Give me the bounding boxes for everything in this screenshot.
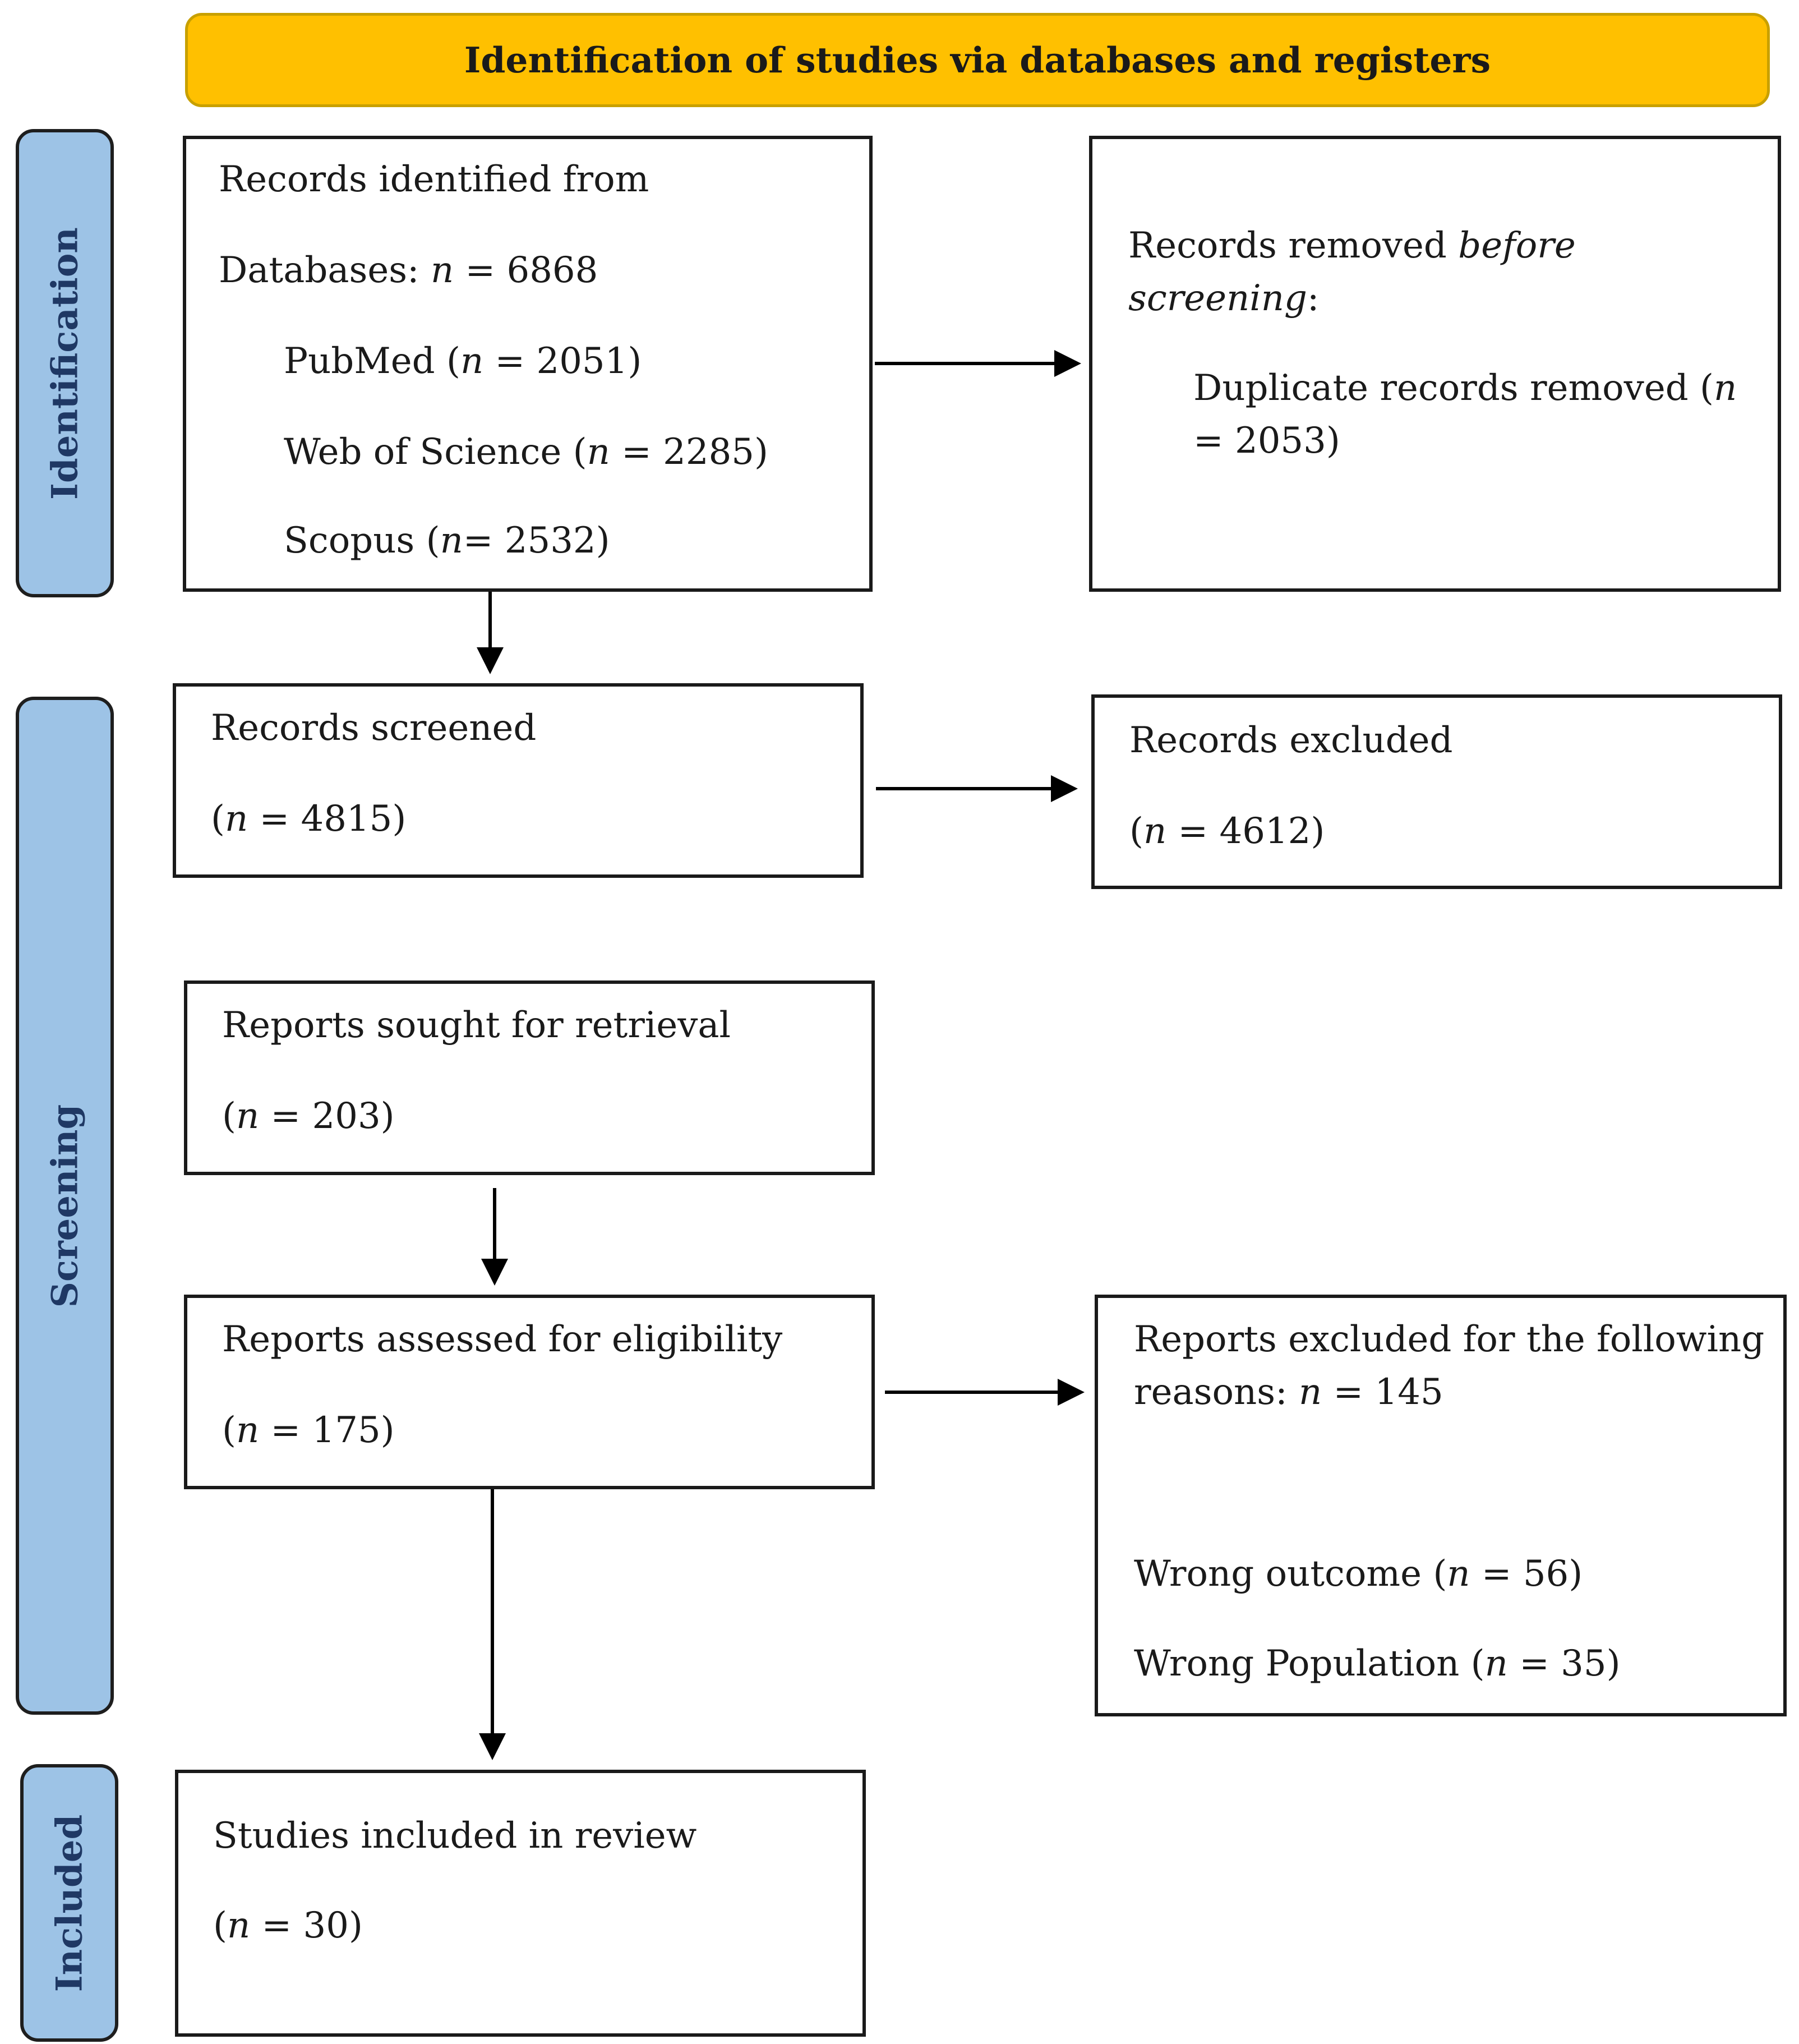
wrong-population-line: Wrong Population (n = 35) — [1134, 1643, 1621, 1684]
reports-excluded-box: Reports excluded for the following reaso… — [1095, 1295, 1787, 1716]
header-banner: Identification of studies via databases … — [185, 13, 1770, 107]
header-title: Identification of studies via databases … — [464, 39, 1491, 81]
reports-sought-n: (n = 203) — [222, 1095, 395, 1137]
reports-assessed-box: Reports assessed for eligibility (n = 17… — [184, 1295, 875, 1489]
records-excluded-n: (n = 4612) — [1129, 811, 1325, 852]
databases-line: Databases: n = 6868 — [219, 250, 598, 291]
phase-included: Included — [20, 1764, 118, 2042]
reports-sought-heading: Reports sought for retrieval — [222, 1005, 731, 1046]
wrong-outcome-line: Wrong outcome (n = 56) — [1134, 1553, 1583, 1595]
records-excluded-heading: Records excluded — [1129, 720, 1453, 761]
records-screened-n: (n = 4815) — [211, 798, 407, 840]
reports-excluded-line2: reasons: n = 145 — [1134, 1371, 1443, 1413]
records-excluded-box: Records excluded (n = 4612) — [1091, 694, 1782, 889]
records-removed-box: Records removed before screening: Duplic… — [1089, 136, 1781, 592]
phase-identification: Identification — [16, 129, 114, 597]
studies-included-heading: Studies included in review — [213, 1815, 697, 1857]
phase-screening: Screening — [16, 697, 114, 1715]
records-screened-heading: Records screened — [211, 707, 537, 749]
scopus-line: Scopus (n= 2532) — [284, 520, 610, 561]
pubmed-line: PubMed (n = 2051) — [284, 340, 642, 382]
reports-sought-box: Reports sought for retrieval (n = 203) — [184, 980, 875, 1175]
records-identified-heading: Records identified from — [219, 159, 649, 200]
web-of-science-line: Web of Science (n = 2285) — [284, 431, 768, 473]
records-removed-line2: screening: — [1128, 278, 1320, 319]
studies-included-box: Studies included in review (n = 30) — [175, 1770, 866, 2037]
reports-excluded-line1: Reports excluded for the following — [1134, 1319, 1765, 1360]
reports-assessed-n: (n = 175) — [222, 1410, 395, 1451]
studies-included-n: (n = 30) — [213, 1905, 363, 1946]
reports-assessed-heading: Reports assessed for eligibility — [222, 1319, 783, 1360]
records-removed-line1: Records removed before — [1128, 225, 1576, 266]
records-screened-box: Records screened (n = 4815) — [173, 683, 864, 878]
records-identified-box: Records identified from Databases: n = 6… — [183, 136, 873, 592]
duplicate-records-line1: Duplicate records removed (n — [1193, 367, 1737, 409]
duplicate-records-line2: = 2053) — [1193, 420, 1340, 462]
